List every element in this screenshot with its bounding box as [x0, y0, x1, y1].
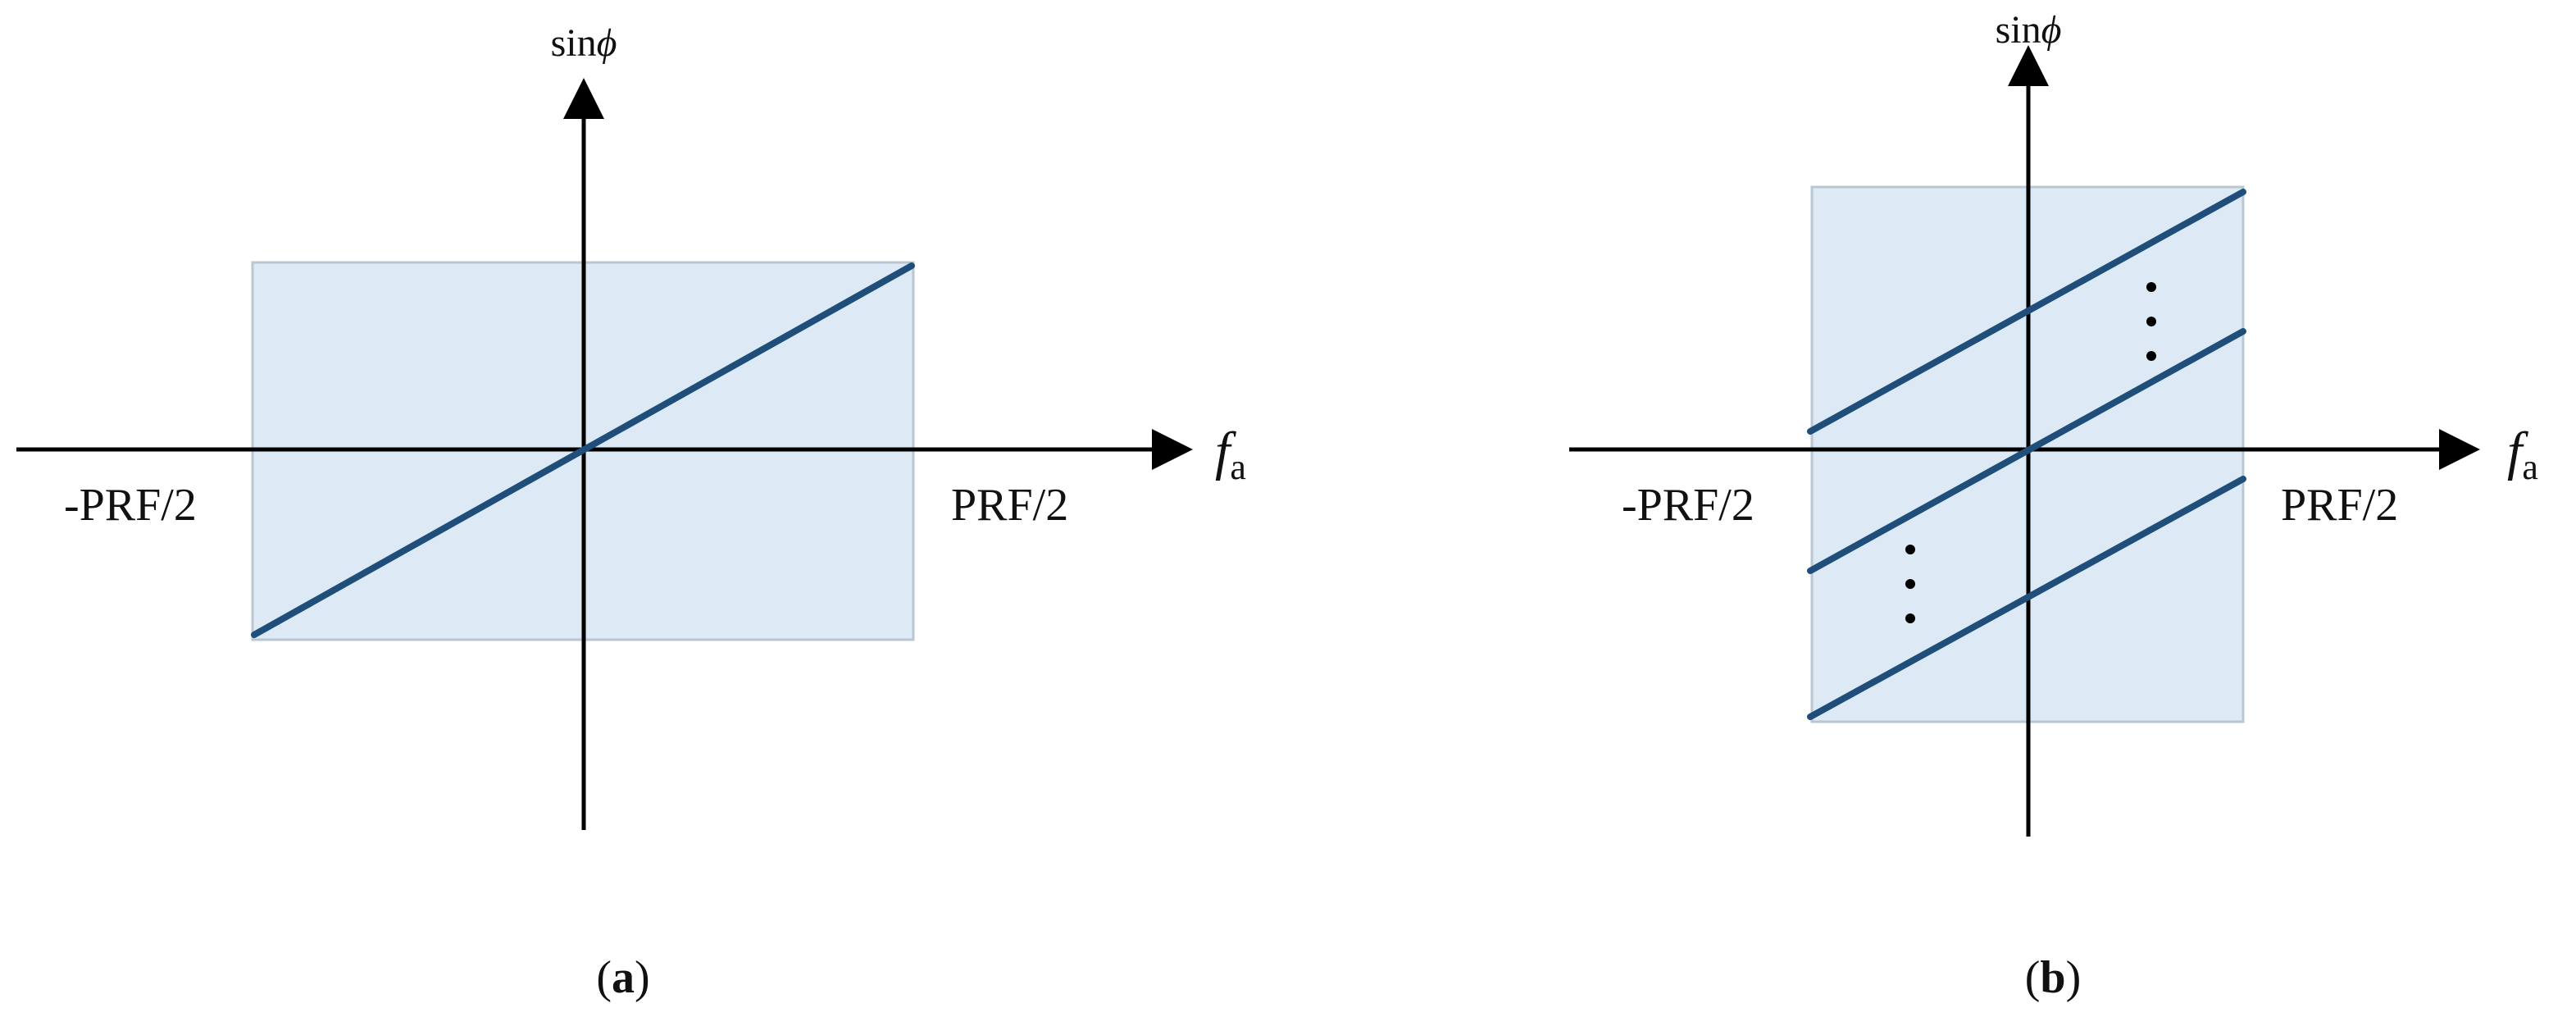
panel-b-doppler-line-upper	[1807, 189, 2246, 435]
panel-b-x-axis-label: fa	[2507, 422, 2538, 487]
panel-a-x-axis-label: fa	[1215, 422, 1246, 487]
panel-b-right-limit-label: PRF/2	[2281, 480, 2398, 531]
panel-b: sinϕ fa -PRF/2 PRF/2 (b)	[1569, 8, 2538, 1003]
panel-b-left-limit-label: -PRF/2	[1622, 480, 1755, 531]
panel-b-y-axis-label: sinϕ	[1996, 8, 2062, 52]
panel-b-ellipsis-upper	[2146, 282, 2156, 361]
panel-b-doppler-line-lower	[1807, 476, 2246, 720]
panel-a-right-limit-label: PRF/2	[951, 480, 1068, 531]
panel-b-doppler-line-middle	[1807, 328, 2246, 574]
panel-a-doppler-line	[251, 262, 915, 638]
panel-b-caption: (b)	[2025, 952, 2081, 1003]
panel-a-caption: (a)	[596, 952, 649, 1003]
panel-a-left-limit-label: -PRF/2	[64, 480, 197, 531]
panel-a: sinϕ fa -PRF/2 PRF/2 (a)	[16, 21, 1246, 1003]
panel-a-y-axis-label: sinϕ	[551, 21, 617, 65]
panel-b-ellipsis-lower	[1905, 545, 1915, 623]
